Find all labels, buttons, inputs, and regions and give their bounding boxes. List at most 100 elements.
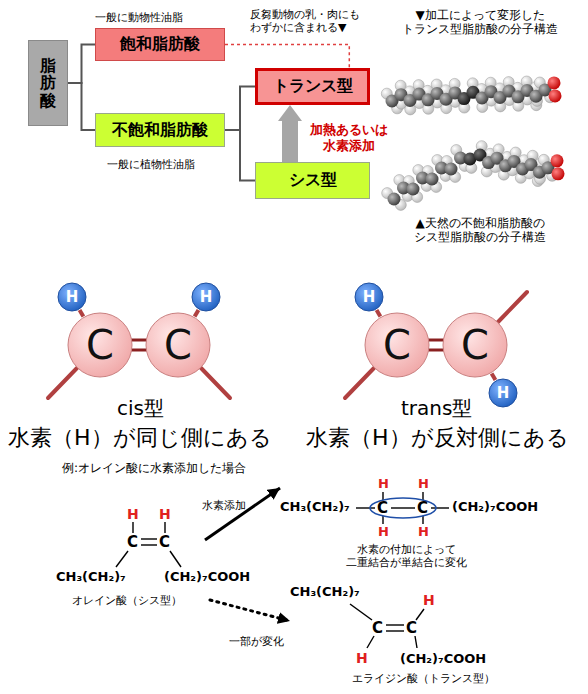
annotation-text: 反芻動物の乳・肉にも わずかに含まれる▼: [250, 8, 368, 34]
elaidic-bonds: [350, 604, 424, 648]
edge-label: 加熱あるいは 水素添加: [307, 122, 391, 153]
atom-symbol: H: [418, 476, 429, 492]
annotation-text: オレイン酸（シス型）: [72, 594, 182, 607]
carbon-atom: C: [364, 312, 430, 378]
bond-stub: [48, 368, 77, 398]
tree-connector: [225, 130, 255, 181]
reaction-arrow: [205, 488, 280, 540]
atom-symbol: H: [127, 506, 139, 523]
bond-line: [386, 624, 404, 625]
atom-symbol: C: [383, 322, 411, 368]
atom-circle: [58, 283, 86, 311]
bond-line: [386, 630, 404, 631]
carbon-sphere: [445, 163, 458, 176]
annotation-text: (CH₂)₇COOH: [400, 651, 486, 667]
bond-line: [164, 522, 165, 533]
annotation-text: CH₃(CH₂)₇: [290, 584, 360, 600]
bond-stub: [498, 292, 527, 322]
trans-box: トランス型: [255, 68, 370, 105]
bond-stub: [345, 368, 374, 398]
annotation-text: CH₃(CH₂)₇: [56, 569, 126, 585]
atom-symbol: H: [497, 384, 510, 402]
oxygen-sphere: [551, 154, 564, 167]
oxygen-sphere: [548, 76, 561, 89]
annotation-text: 一般に動物性油脂: [95, 11, 183, 24]
saturated-box: 飽和脂肪酸: [95, 28, 225, 61]
annotation-text: 水素（H）が同じ側にある: [8, 425, 272, 451]
category-box: 脂肪酸: [28, 40, 68, 126]
atom-circle: [355, 283, 383, 311]
annotation-text: 一般に植物性油脂: [107, 158, 195, 171]
atom-symbol: H: [66, 288, 79, 306]
annotation-text: cis型: [117, 396, 164, 420]
atom-symbol: C: [377, 499, 388, 517]
annotation-text: 水素（H）が反対側にある: [306, 425, 569, 451]
carbon-sphere: [388, 193, 401, 206]
atom-symbol: H: [159, 506, 171, 523]
carbon-sphere: [407, 183, 420, 196]
hydrogen-atom: H: [191, 282, 221, 312]
dotted-connector: [225, 45, 349, 69]
carbon-atom: C: [442, 312, 508, 378]
single-bond: [195, 310, 199, 317]
trans-molecule-model: [381, 76, 561, 115]
bond-line: [132, 522, 133, 533]
single-bond: [377, 310, 381, 317]
annotation-text: 水素の付加によって 二重結合が単結合に変化: [336, 543, 476, 569]
process-arrow: [282, 121, 298, 162]
annotation-text: 一部が変化: [229, 635, 284, 648]
oxygen-sphere: [549, 89, 562, 102]
carbon-atom: C: [145, 312, 211, 378]
bond-line: [116, 551, 128, 567]
carbon-sphere: [426, 173, 439, 186]
bond-line: [141, 544, 157, 545]
unsaturated-box: 不飽和脂肪酸: [95, 113, 225, 147]
annotation-text: (CH₂)₇COOH: [164, 569, 250, 585]
bond-line: [382, 492, 383, 500]
atom-symbol: C: [164, 322, 192, 368]
highlight-ellipse: [370, 498, 436, 518]
bond-line: [141, 538, 157, 539]
tree-connector: [68, 45, 95, 84]
annotation-text: ▼加工によって変形した トランス型脂肪酸の分子構造: [390, 8, 570, 37]
hydrogen-atom: H: [488, 378, 518, 408]
atom-symbol: H: [418, 524, 429, 540]
box-label: 飽和脂肪酸: [120, 34, 200, 55]
atom-symbol: C: [159, 533, 170, 551]
atom-circle: [365, 313, 429, 377]
bond-stubs: [48, 292, 527, 398]
bond-line: [422, 516, 423, 524]
atom-circle: [68, 313, 132, 377]
annotation-text: エライジン酸（トランス型）: [352, 672, 495, 685]
atom-symbol: C: [461, 322, 489, 368]
oleic-bonds: [116, 522, 181, 567]
annotation-text: trans型: [401, 396, 472, 420]
partial-reaction-arrow: [210, 600, 290, 621]
carbon-atom: C: [67, 312, 133, 378]
atom-symbol: H: [200, 288, 213, 306]
bond-line: [170, 551, 181, 567]
bond-line: [367, 636, 374, 648]
atom-symbol: H: [378, 524, 389, 540]
atom-symbol: C: [372, 619, 383, 637]
annotation-text: (CH₂)₇COOH: [452, 499, 538, 515]
atom-symbol: C: [86, 322, 114, 368]
bond-line: [416, 609, 424, 620]
annotation-text: 水素添加: [202, 499, 246, 512]
atom-symbol: H: [363, 288, 376, 306]
atom-symbol: C: [417, 499, 428, 517]
atom-symbol: C: [406, 619, 417, 637]
bond-line: [415, 636, 417, 648]
hydrogen-atom: H: [354, 282, 384, 312]
hydrogen-atom: H: [57, 282, 87, 312]
bond-stub: [201, 368, 230, 398]
annotation-text: 例:オレイン酸に水素添加した場合: [62, 461, 246, 475]
bond-line: [391, 507, 415, 508]
box-label: 脂肪酸: [40, 57, 56, 110]
atom-circle: [443, 313, 507, 377]
box-label: シス型: [289, 170, 337, 191]
bond-line: [431, 507, 449, 508]
atom-circle: [192, 283, 220, 311]
oxygen-sphere: [552, 167, 565, 180]
atom-circle: [146, 313, 210, 377]
